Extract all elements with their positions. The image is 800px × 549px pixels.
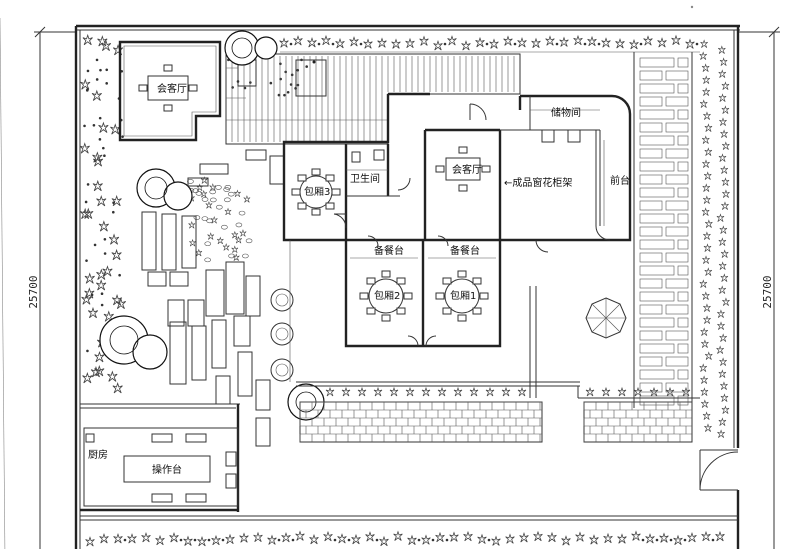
vip-lounge-room (118, 40, 222, 142)
courtyard-fence (289, 240, 700, 399)
right-dimension-line (738, 26, 780, 549)
kitchen-label: 厨房 (88, 448, 108, 461)
right-paving-stones (639, 57, 689, 406)
courtyard-umbrella-table (585, 297, 627, 339)
vip-lounge-label: 会客厅 (157, 82, 187, 95)
private-room-1-label: 包厢1 (450, 289, 476, 302)
restroom-fixtures (346, 149, 388, 171)
door-swings (333, 103, 611, 347)
brick-paving-pattern (299, 401, 692, 442)
left-garden-plants (79, 34, 308, 394)
pantry-label-left: 备餐台 (374, 244, 404, 257)
brick-paving-area (299, 401, 693, 443)
display-cabinet-label: ←成品窗花柜架 (504, 176, 572, 189)
main-building-walls (282, 92, 632, 348)
wooden-deck-hatching (231, 56, 515, 142)
stepping-stone-path (141, 149, 285, 447)
garden-planters (226, 59, 327, 99)
right-dimension-label: 25700 (761, 275, 774, 308)
private-room-2-table (359, 270, 413, 322)
private-room-3-label: 包厢3 (304, 185, 330, 198)
tree-top (224, 30, 278, 66)
round-stepping-stones (270, 288, 294, 382)
storage-room-label: 储物间 (551, 106, 581, 119)
reception-furniture (435, 146, 491, 192)
private-room-3-table (291, 168, 341, 216)
tree-garden-1 (136, 168, 193, 211)
private-room-2-label: 包厢2 (374, 289, 400, 302)
restroom-label: 卫生间 (350, 172, 380, 185)
private-room-1-table (435, 270, 489, 322)
tree-garden-2 (99, 315, 168, 370)
right-paving-strip (633, 52, 693, 408)
front-desk-label: 前台 (610, 174, 630, 187)
storage-shelves (530, 109, 600, 143)
right-hedge-plants (699, 40, 730, 438)
middle-hedge-plants (325, 387, 691, 397)
left-dimension-label: 25700 (27, 275, 40, 308)
top-hedge-plants (279, 35, 699, 51)
kitchen-equipment (85, 433, 237, 503)
left-dimension-line (34, 26, 76, 549)
vip-lounge-furniture (138, 64, 198, 112)
main-entrance-door (699, 449, 739, 491)
bottom-hedge-plants (85, 531, 725, 547)
site-boundary-wall (74, 24, 740, 549)
pantry-label-right: 备餐台 (450, 244, 480, 257)
scan-speck (690, 5, 694, 9)
work-counter-label: 操作台 (152, 463, 182, 476)
scan-edge-line (0, 17, 6, 549)
kitchen-room (80, 403, 240, 512)
reception-room-label: 会客厅 (452, 163, 482, 176)
